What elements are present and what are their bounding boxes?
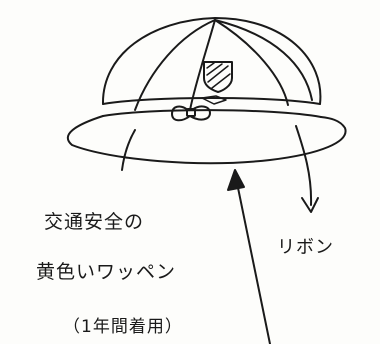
hat-band-top [102, 97, 321, 105]
ribbon-tail-right-end [301, 197, 319, 213]
crown-seam-far-right [214, 19, 313, 101]
crown-seam-right [214, 19, 289, 106]
ribbon-tail-right [295, 125, 313, 206]
hat-brim [66, 115, 347, 165]
crown-seam-middle [189, 19, 216, 111]
ribbon-label: リボン [277, 237, 334, 258]
badge-mark [201, 95, 227, 105]
pointer-arrow [235, 177, 271, 344]
wappen-label-line-2: 黄色いワッペン [36, 261, 177, 283]
hat-band-bottom [102, 109, 322, 118]
crown-seam-left [134, 19, 216, 111]
hat-crown [101, 17, 322, 105]
wappen-label-line-3: （1年間着用） [63, 317, 183, 337]
ribbon-tail-left [121, 129, 136, 171]
ribbon-knot [186, 108, 196, 117]
wappen-hatch [206, 62, 231, 89]
wappen-badge-icon [203, 61, 233, 93]
pointer-arrow-head [227, 169, 245, 191]
wappen-label-line-1: 交通安全の [44, 211, 145, 233]
